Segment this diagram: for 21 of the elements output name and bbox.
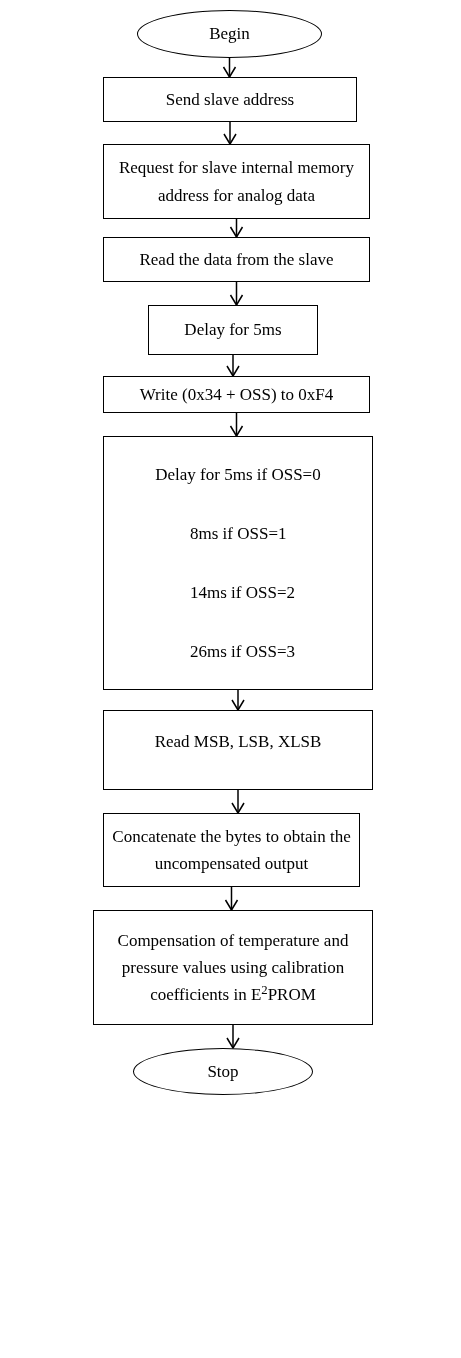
process-box: Read the data from the slave: [103, 237, 370, 282]
process-box: Request for slave internal memory address for analog data: [103, 144, 370, 219]
process-box: Concatenate the bytes to obtain the uncompensated output: [103, 813, 360, 887]
process-box: Compensation of temperature and pressure values using calibration coefficients in E$^{2}$PROM: [93, 910, 373, 1025]
process-box: Delay for 5ms: [148, 305, 318, 355]
arrow: [223, 121, 237, 145]
arrow: [229, 281, 244, 306]
arrow: [229, 412, 244, 437]
terminal-ellipse: Stop: [133, 1048, 313, 1095]
process-box: Send slave address: [103, 77, 357, 122]
process-box: Read MSB, LSB, XLSB: [103, 710, 373, 790]
process-box: Delay for 5ms if OSS=0 8ms if OSS=1 14ms if OSS=2 26ms if OSS=3: [103, 436, 373, 690]
arrow: [226, 1024, 240, 1049]
arrow: [222, 57, 237, 78]
process-box: Write (0x34 + OSS) to 0xF4: [103, 376, 370, 413]
arrow: [231, 689, 245, 711]
terminal-ellipse: Begin: [137, 10, 322, 58]
arrow: [231, 789, 245, 814]
arrow: [226, 354, 240, 377]
arrow: [229, 218, 244, 238]
arrow: [224, 886, 239, 911]
